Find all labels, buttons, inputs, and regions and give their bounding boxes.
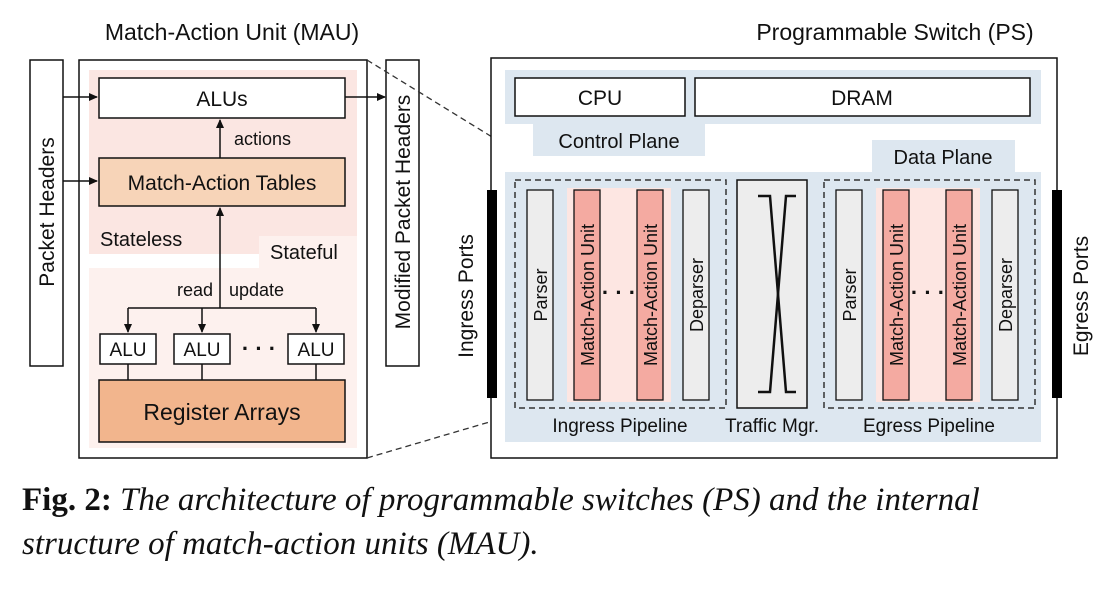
stateless-label-bg (89, 222, 197, 254)
egress-unit-ellipsis: · · · (911, 280, 945, 305)
modified-headers-box (385, 59, 420, 367)
ingress-mau-box-2 (636, 189, 664, 401)
data-plane-label-bg (872, 140, 1015, 172)
caption-text: The architecture of programmable switche… (22, 482, 980, 562)
mau-title: Match-Action Unit (MAU) (105, 19, 359, 45)
egress-deparser-box (991, 189, 1019, 401)
ingress-parser-box (526, 189, 554, 401)
egress-deparser-label: Deparser (996, 258, 1016, 332)
egress-pipeline-box (823, 179, 1036, 409)
ingress-pipeline-label: Ingress Pipeline (552, 416, 687, 437)
alu-label-1: ALU (110, 340, 147, 361)
alu-label-3: ALU (298, 340, 335, 361)
egress-mau-label-1: Match-Action Unit (887, 224, 907, 366)
match-action-tables-label: Match-Action Tables (128, 172, 317, 195)
alu-label-2: ALU (184, 340, 221, 361)
architecture-diagram: Match-Action Unit (MAU) Packet Headers S… (29, 19, 1093, 459)
alus-box (98, 77, 346, 119)
traffic-manager-label: Traffic Mgr. (725, 416, 819, 437)
ingress-mau-label-2: Match-Action Unit (641, 224, 661, 366)
control-plane-label-bg (533, 124, 705, 156)
cpu-label: CPU (578, 87, 622, 110)
figure-caption: Fig. 2: The architecture of programmable… (22, 478, 1094, 566)
packet-headers-label: Packet Headers (36, 137, 59, 286)
ingress-unit-ellipsis: · · · (602, 280, 636, 305)
stateless-label: Stateless (100, 229, 182, 251)
match-action-tables-box (98, 157, 346, 207)
control-plane-label: Control Plane (558, 131, 679, 153)
register-arrays-label: Register Arrays (143, 399, 300, 425)
ingress-mau-label-1: Match-Action Unit (578, 224, 598, 366)
ingress-pipeline-box (514, 179, 727, 409)
egress-mau-label-2: Match-Action Unit (950, 224, 970, 366)
ps-title: Programmable Switch (PS) (756, 19, 1033, 45)
egress-ports-label: Egress Ports (1070, 236, 1093, 356)
traffic-manager-cross-2 (758, 194, 796, 394)
data-plane-label: Data Plane (894, 147, 993, 169)
stateful-label-bg (259, 236, 357, 268)
egress-port-bar (1052, 190, 1062, 398)
stateful-label: Stateful (270, 242, 338, 264)
ingress-ports-label: Ingress Ports (455, 234, 478, 358)
alu-box-2 (173, 333, 231, 365)
modified-headers-label: Modified Packet Headers (392, 95, 415, 330)
packet-headers-box (29, 59, 64, 367)
alus-label: ALUs (196, 88, 247, 111)
caption-label: Fig. 2: (22, 482, 112, 518)
update-label: update (229, 280, 284, 300)
actions-label: actions (234, 129, 291, 149)
register-arrays-box (98, 379, 346, 443)
dram-label: DRAM (831, 87, 893, 110)
cpu-box (514, 77, 686, 117)
ingress-deparser-box (682, 189, 710, 401)
dram-box (694, 77, 1031, 117)
read-label: read (177, 280, 213, 300)
egress-parser-box (835, 189, 863, 401)
ingress-deparser-label: Deparser (687, 258, 707, 332)
ingress-mau-box-1 (573, 189, 601, 401)
ingress-port-bar (487, 190, 497, 398)
egress-parser-label: Parser (840, 268, 860, 321)
egress-pipeline-label: Egress Pipeline (863, 416, 995, 437)
alu-ellipsis: · · · (242, 336, 276, 361)
ingress-parser-label: Parser (531, 268, 551, 321)
egress-mau-box-1 (882, 189, 910, 401)
egress-mau-box-2 (945, 189, 973, 401)
zoom-line-top (366, 59, 589, 197)
